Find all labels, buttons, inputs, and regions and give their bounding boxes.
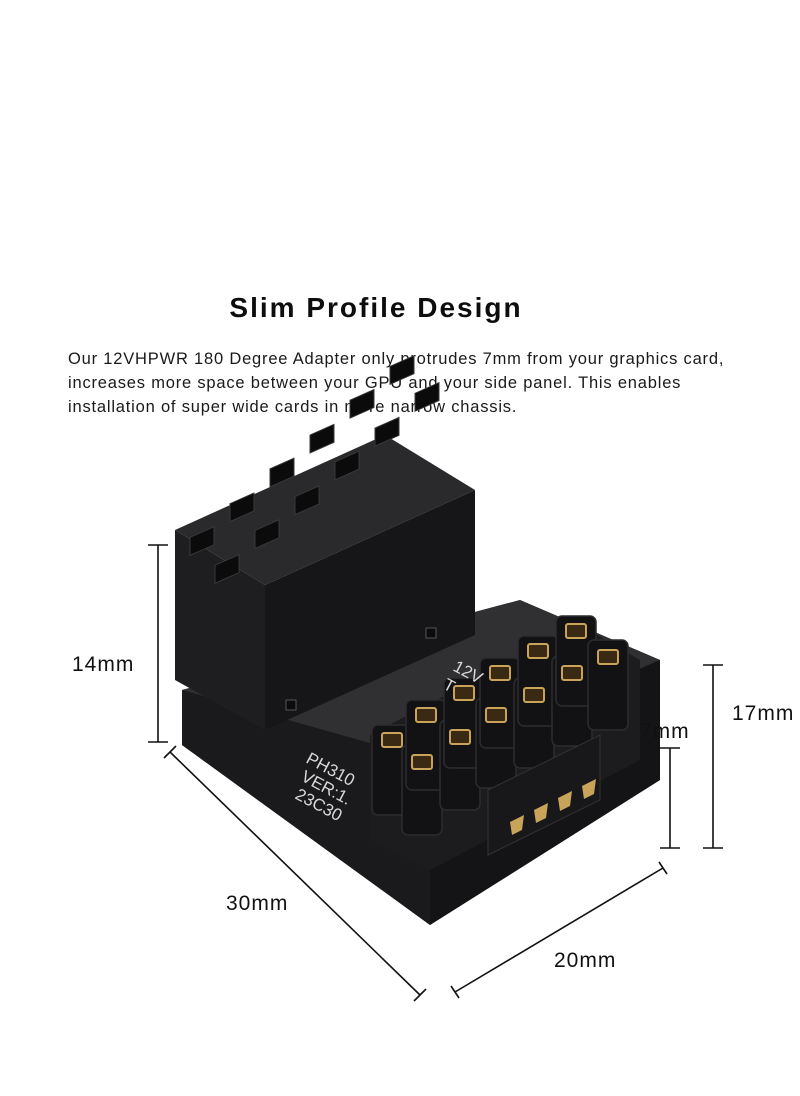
pin-connector — [370, 615, 640, 870]
description: Our 12VHPWR 180 Degree Adapter only prot… — [68, 347, 796, 419]
dimension-label-20mm: 20mm — [554, 949, 617, 972]
socket-block — [175, 354, 475, 730]
page-title: Slim Profile Design — [229, 292, 523, 323]
dimension-label-30mm: 30mm — [226, 892, 289, 915]
dimension-label-14mm: 14mm — [72, 653, 135, 676]
socket-holes — [189, 354, 440, 584]
description-line: increases more space between your GPU an… — [68, 374, 682, 392]
dimension-lines — [148, 544, 723, 1002]
dimension-label-7mm: 7mm — [640, 720, 690, 743]
product-markings: PH310 VER:1. 23C30 12V T — [292, 657, 486, 825]
dimension-label-17mm: 17mm — [732, 702, 795, 725]
description-line: Our 12VHPWR 180 Degree Adapter only prot… — [68, 350, 725, 368]
description-line: installation of super wide cards in more… — [68, 398, 518, 416]
